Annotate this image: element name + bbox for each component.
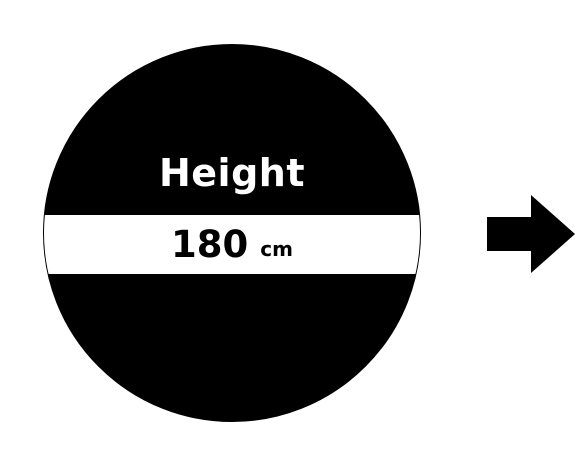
height-badge: Height 180 cm <box>43 44 421 422</box>
badge-title: Height <box>158 151 306 195</box>
arrow-right-icon <box>487 195 575 273</box>
height-unit: cm <box>260 236 293 261</box>
height-value: 180 <box>171 222 249 266</box>
value-band: 180 cm <box>44 215 420 274</box>
arrow-shape <box>487 195 575 273</box>
